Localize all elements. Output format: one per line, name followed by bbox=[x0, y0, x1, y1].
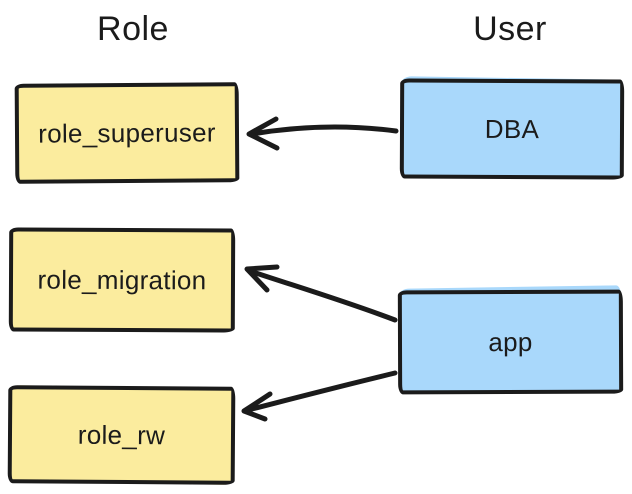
node-role-superuser: role_superuser bbox=[14, 82, 240, 184]
arrow-app-to-role-migration bbox=[244, 264, 398, 323]
arrow-app-to-role-rw bbox=[241, 370, 398, 422]
node-label: role_superuser bbox=[38, 117, 216, 149]
node-dba: DBA bbox=[399, 78, 625, 180]
node-role-migration: role_migration bbox=[8, 227, 236, 333]
node-label: role_rw bbox=[77, 419, 166, 451]
node-role-rw: role_rw bbox=[7, 385, 236, 485]
node-label: app bbox=[488, 326, 533, 358]
column-heading-role: Role bbox=[97, 10, 169, 48]
node-label: DBA bbox=[484, 113, 540, 145]
column-heading-user: User bbox=[473, 10, 547, 48]
arrow-dba-to-role-superuser bbox=[246, 116, 399, 151]
node-app: app bbox=[397, 289, 624, 395]
node-label: role_migration bbox=[37, 264, 207, 296]
